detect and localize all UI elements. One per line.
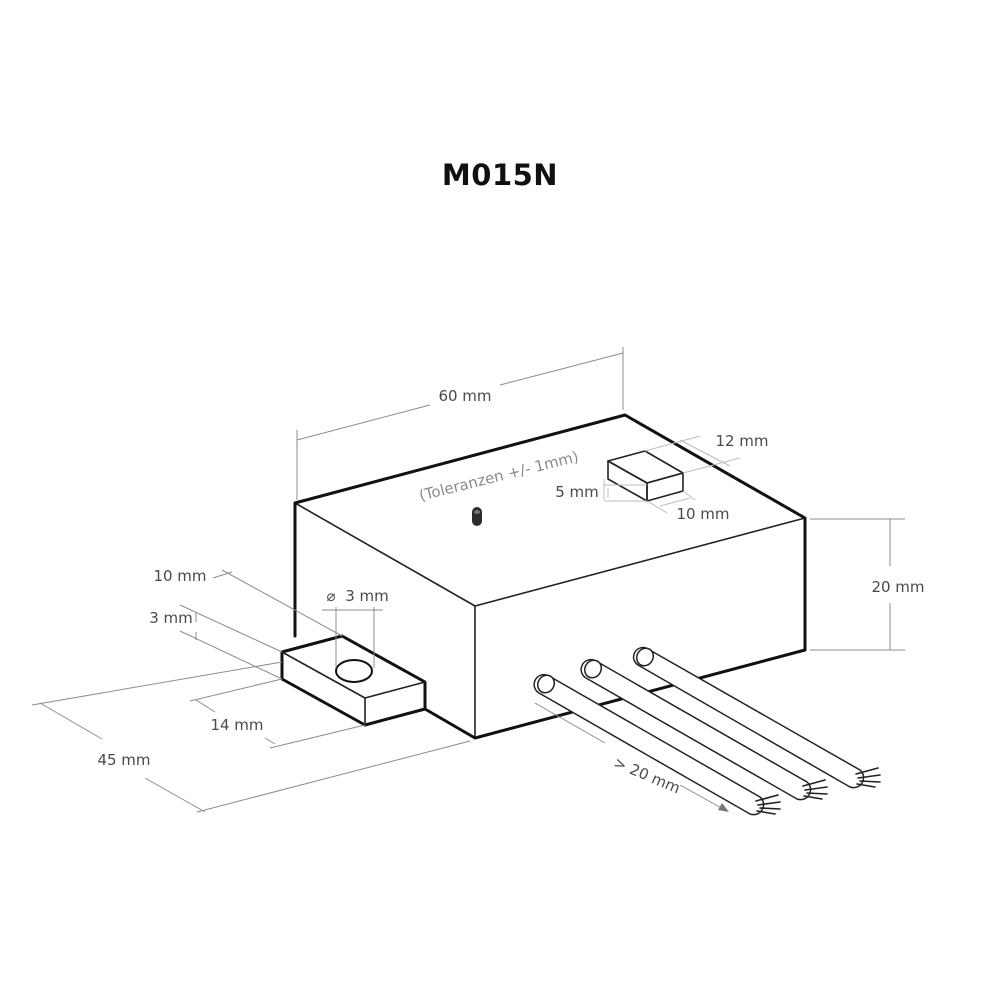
- dim-hole-3mm: [322, 607, 383, 668]
- dim-length-label: 60 mm: [438, 387, 491, 405]
- dim-button-width-label: 10 mm: [676, 505, 729, 523]
- housing-left-face: [295, 503, 475, 738]
- dim-wire-length: [534, 702, 729, 812]
- dim-tab-14mm: [189, 678, 366, 749]
- mounting-tab: [280, 634, 427, 727]
- housing-top-face: [295, 415, 805, 606]
- dim-tab-width-label: 14 mm: [210, 716, 263, 734]
- wire-front: [533, 673, 781, 816]
- diagram-title: M015N: [441, 158, 559, 192]
- dim-height-label: 20 mm: [871, 578, 924, 596]
- diameter-symbol-icon: ⌀: [326, 587, 335, 605]
- dim-45mm: [31, 661, 471, 813]
- dim-60mm: [296, 347, 624, 500]
- led-icon: [472, 507, 482, 526]
- mounting-hole-icon: [335, 659, 373, 683]
- dim-width-label: 45 mm: [97, 751, 150, 769]
- wire-group: [533, 646, 881, 816]
- dim-tab-10mm: [212, 569, 343, 637]
- dim-button-height-label: 5 mm: [555, 483, 599, 501]
- dim-20mm: [810, 518, 905, 651]
- wire-middle: [580, 658, 828, 801]
- wire-back: [632, 646, 881, 789]
- housing-outline: [293, 413, 807, 740]
- dim-hole-label: 3 mm: [345, 587, 389, 605]
- dim-button-length-label: 12 mm: [715, 432, 768, 450]
- dim-tab-3mm: [179, 604, 283, 680]
- dim-tab-length-label: 10 mm: [153, 567, 206, 585]
- dim-tab-height-label: 3 mm: [149, 609, 193, 627]
- dim-button: [603, 435, 741, 514]
